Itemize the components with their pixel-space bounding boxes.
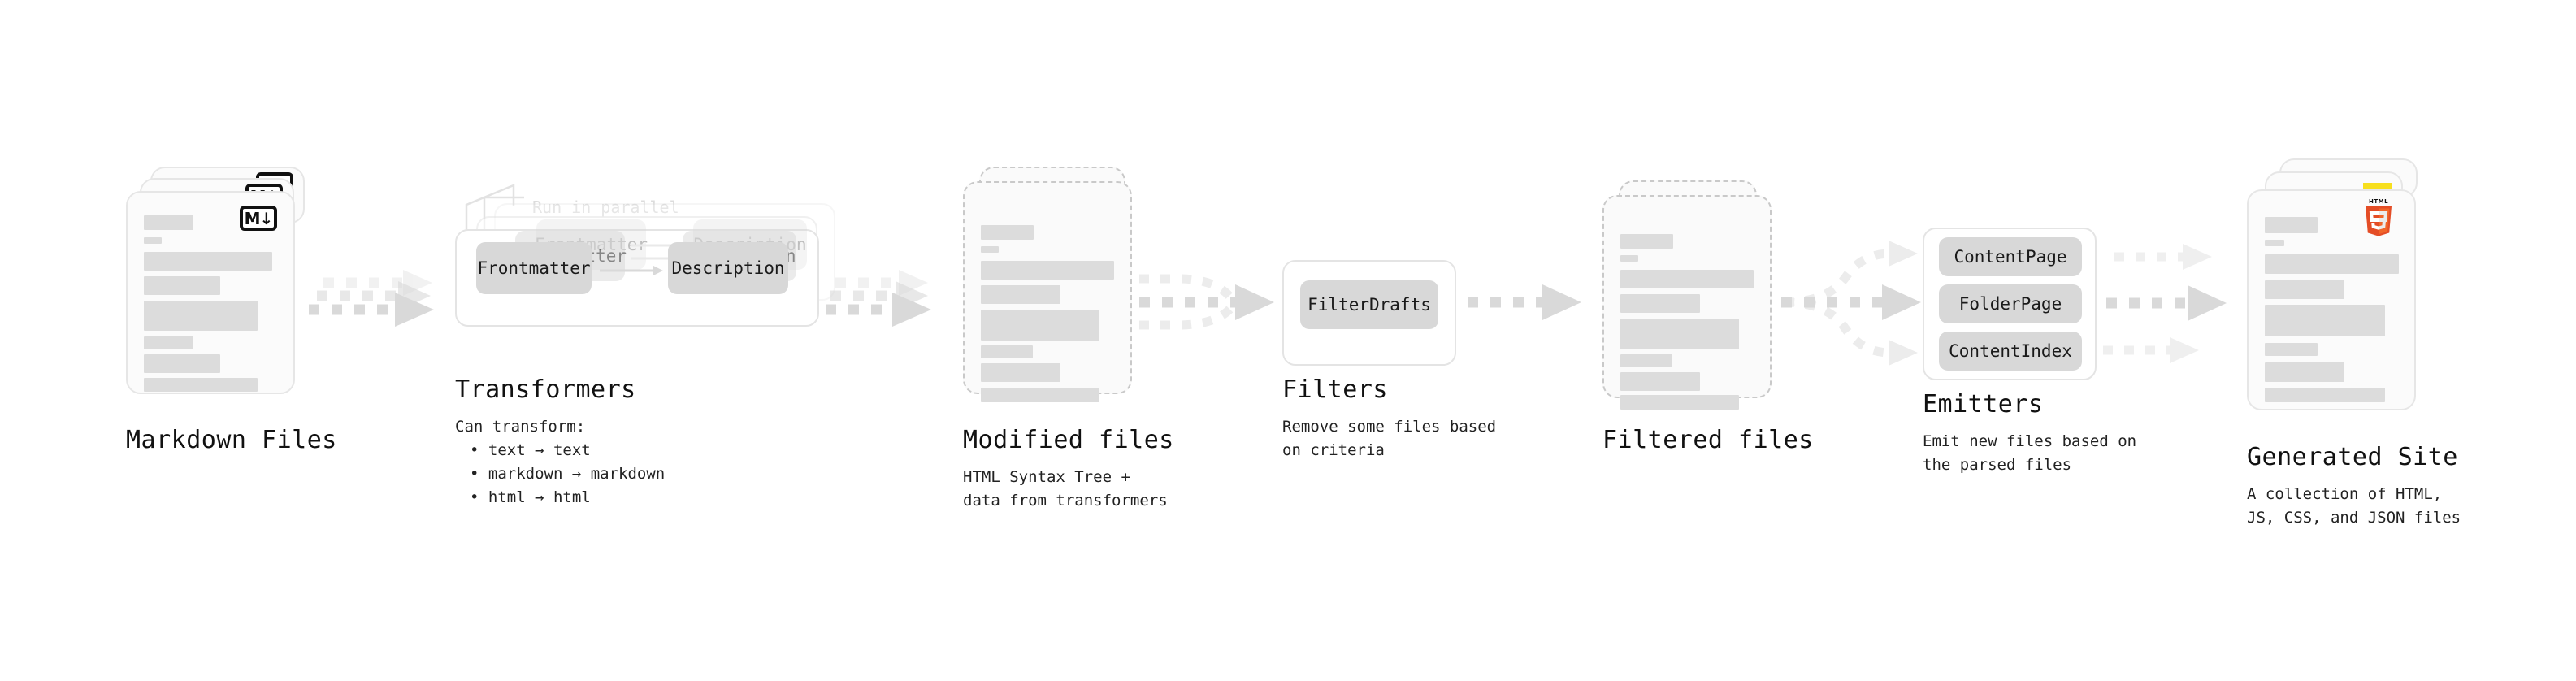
content-line bbox=[144, 215, 193, 230]
content-line bbox=[1620, 395, 1739, 410]
filters-title: Filters bbox=[1282, 375, 1388, 404]
transformers-bullet-text: html → html bbox=[488, 488, 591, 506]
content-line bbox=[1620, 270, 1754, 288]
run-in-parallel-note: Run in parallel bbox=[532, 197, 679, 217]
emitter-chip-folderpage[interactable]: FolderPage bbox=[1939, 284, 2082, 323]
filters-subtitle: Remove some files based on criteria bbox=[1282, 418, 1497, 459]
content-line bbox=[2265, 280, 2344, 299]
transformers-bullets: • text → text • markdown → markdown • ht… bbox=[455, 439, 665, 510]
markdown-files-title: Markdown Files bbox=[126, 426, 337, 454]
generated-file-card-html bbox=[2247, 189, 2416, 410]
content-line bbox=[981, 285, 1060, 304]
content-line bbox=[2265, 305, 2385, 336]
connector-filters-to-filtered bbox=[1468, 284, 1581, 320]
connector-modified-to-filters bbox=[1139, 274, 1274, 330]
modified-file-content bbox=[965, 183, 1130, 402]
emitters-subtitle: Emit new files based on the parsed files bbox=[1923, 432, 2137, 474]
markdown-file-content bbox=[128, 193, 293, 393]
generated-site-subtitle: A collection of HTML, JS, CSS, and JSON … bbox=[2247, 485, 2461, 527]
transformers-title: Transformers bbox=[455, 375, 636, 404]
markdown-badge-front: M↓ bbox=[240, 206, 277, 231]
content-line bbox=[1620, 294, 1700, 313]
modified-files-title: Modified files bbox=[963, 426, 1174, 454]
html5-logo-icon: HTML bbox=[2366, 198, 2392, 236]
connector-emitters-to-site bbox=[2103, 244, 2227, 363]
modified-files-subtitle: HTML Syntax Tree + data from transformer… bbox=[963, 468, 1168, 510]
transformers-bullet-text: markdown → markdown bbox=[488, 465, 666, 483]
modified-file-card-front bbox=[963, 181, 1132, 402]
content-line bbox=[1620, 234, 1673, 249]
content-line bbox=[144, 276, 220, 295]
transformers-bullet-text: text → text bbox=[488, 441, 591, 459]
content-line bbox=[144, 301, 258, 331]
content-line bbox=[981, 225, 1034, 240]
transformers-bullet-item: • text → text bbox=[470, 441, 591, 459]
content-line bbox=[2265, 343, 2318, 356]
emitter-chip-contentindex[interactable]: ContentIndex bbox=[1939, 332, 2082, 371]
generated-file-content bbox=[2249, 191, 2414, 409]
content-line bbox=[144, 378, 258, 392]
filtered-file-card-front bbox=[1602, 195, 1772, 410]
content-line bbox=[2265, 217, 2318, 233]
generated-site-title: Generated Site bbox=[2247, 443, 2458, 471]
content-line bbox=[1620, 319, 1739, 349]
content-line bbox=[2265, 240, 2284, 246]
content-line bbox=[981, 246, 999, 253]
connector-transformers-to-modified bbox=[826, 270, 931, 327]
transformer-chip-frontmatter[interactable]: Frontmatter bbox=[476, 242, 592, 294]
emitter-chip-contentpage[interactable]: ContentPage bbox=[1939, 237, 2082, 276]
content-line bbox=[144, 237, 162, 244]
transformers-subtitle: Can transform: bbox=[455, 418, 586, 436]
filtered-files-title: Filtered files bbox=[1602, 426, 1814, 454]
content-line bbox=[2265, 388, 2385, 402]
transformer-chip-description[interactable]: Description bbox=[668, 242, 788, 294]
transformers-bullet-item: • markdown → markdown bbox=[470, 465, 666, 483]
filtered-file-content bbox=[1604, 197, 1770, 410]
connector-filtered-to-emitters bbox=[1781, 241, 1921, 366]
transformers-bullet-item: • html → html bbox=[470, 488, 591, 506]
content-line bbox=[1620, 372, 1700, 391]
svg-text:HTML: HTML bbox=[2369, 198, 2388, 205]
filter-chip-filterdrafts[interactable]: FilterDrafts bbox=[1300, 280, 1438, 329]
content-line bbox=[1620, 255, 1638, 262]
connector-md-to-transformers bbox=[309, 270, 434, 327]
content-line bbox=[1620, 354, 1672, 367]
content-line bbox=[981, 388, 1099, 402]
content-line bbox=[2265, 254, 2399, 274]
content-line bbox=[981, 363, 1060, 382]
content-line bbox=[981, 345, 1033, 358]
content-line bbox=[981, 310, 1099, 340]
content-line bbox=[144, 354, 220, 373]
content-line bbox=[144, 252, 272, 271]
content-line bbox=[981, 261, 1114, 280]
content-line bbox=[144, 336, 193, 349]
emitters-title: Emitters bbox=[1923, 390, 2044, 419]
content-line bbox=[2265, 362, 2344, 382]
